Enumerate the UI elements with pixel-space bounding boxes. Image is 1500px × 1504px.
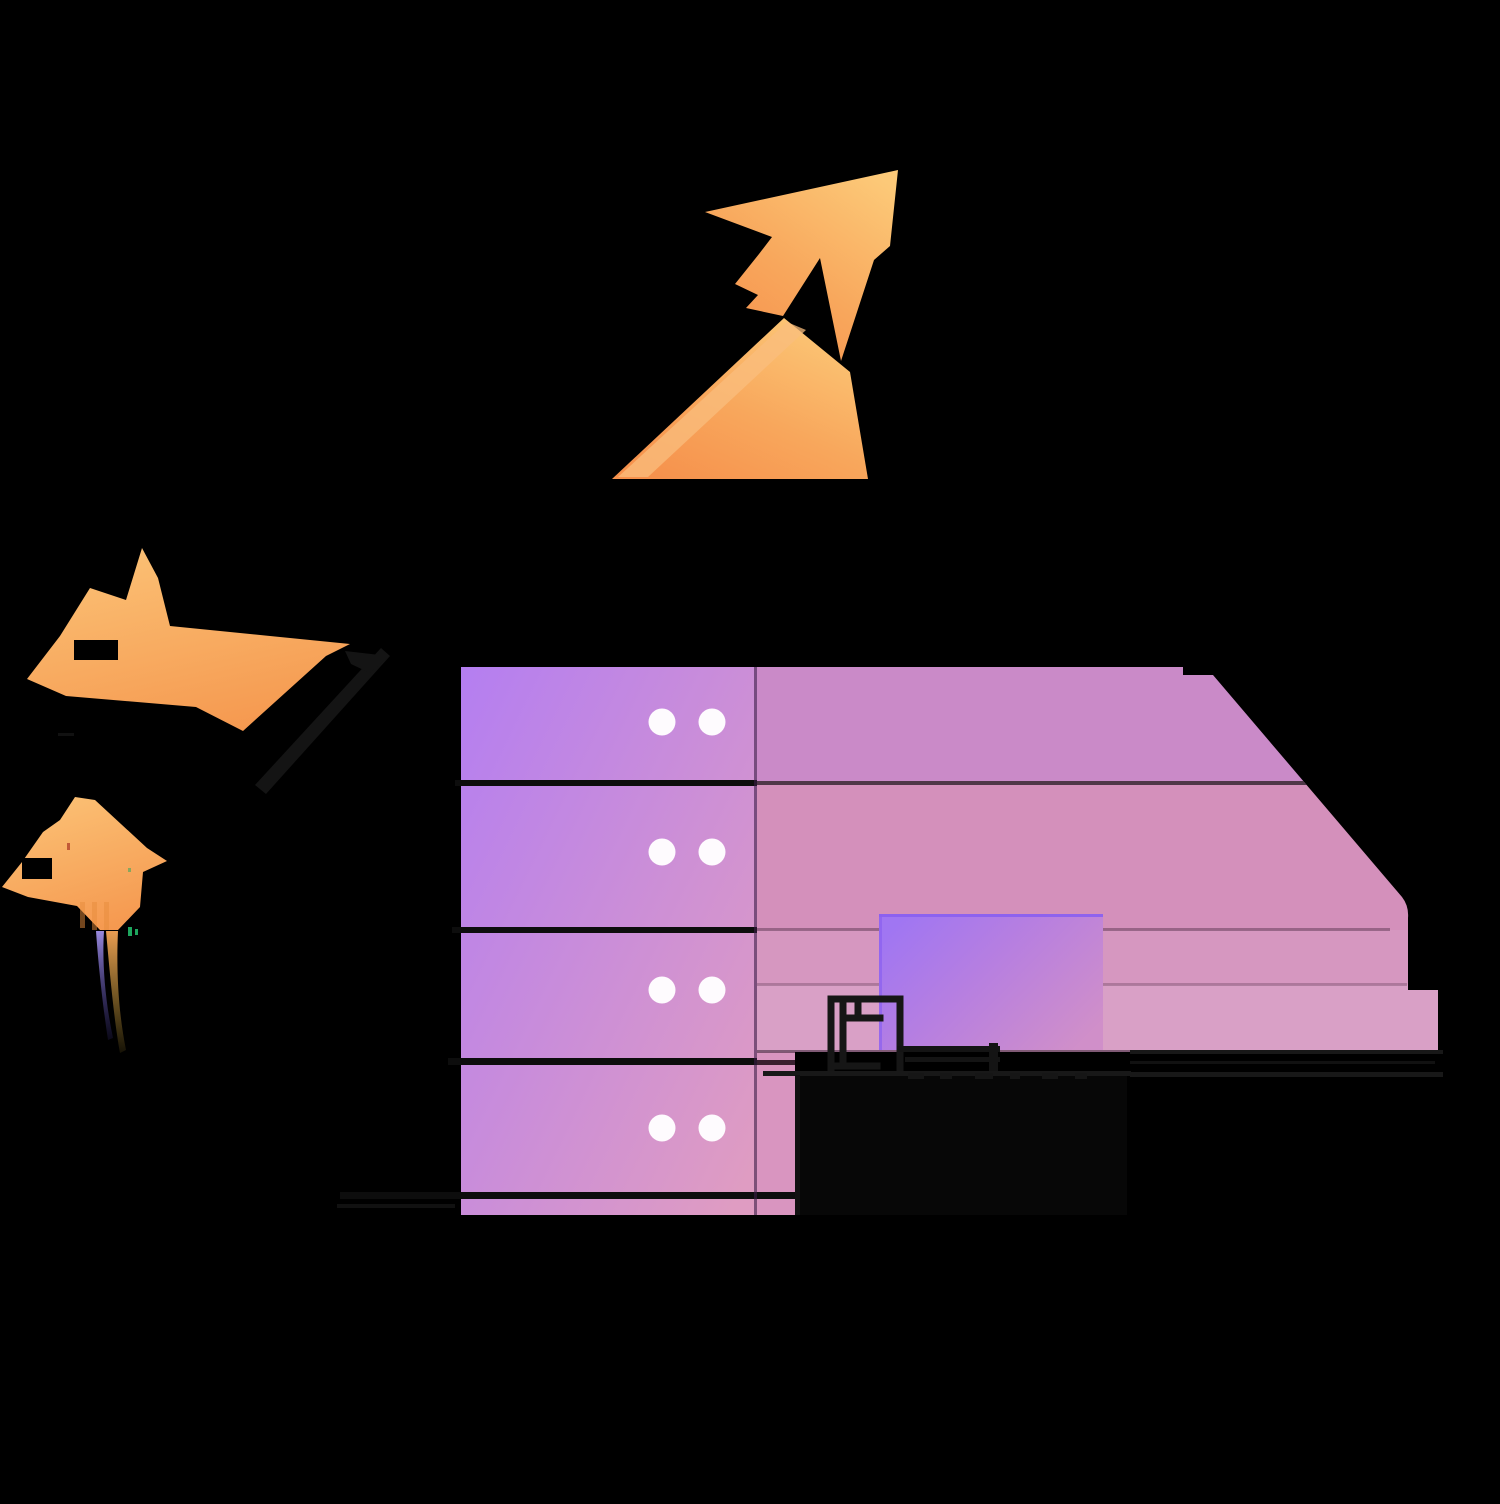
sparkle-fringe — [104, 902, 109, 930]
server-side-band — [757, 783, 1438, 930]
sketch-tick — [940, 1073, 952, 1079]
floor-sketch-line — [1130, 1072, 1443, 1077]
sparkle-fringe — [92, 902, 97, 930]
sketch-tick — [1075, 1073, 1087, 1079]
green-dot-mark — [128, 868, 131, 872]
sparkle-small-body — [2, 797, 167, 930]
sparkle-small-notch — [22, 858, 52, 879]
sparkle-large-body — [27, 548, 350, 731]
sparkle-small-icon — [2, 797, 167, 1053]
pencil-stroke-main — [255, 648, 390, 794]
sparkle-trail-purple — [96, 931, 113, 1040]
server-unit-divider — [448, 1058, 757, 1065]
server-led-dots — [648, 708, 726, 1142]
accent-box-left-edge — [879, 914, 882, 1050]
sketch-tick — [908, 1073, 924, 1079]
server-led-dot — [648, 838, 676, 866]
server-led-dot — [648, 976, 676, 1004]
sparkle-large-icon — [27, 548, 350, 736]
server-edge-split-line — [754, 667, 757, 1215]
growth-arrow-icon — [612, 170, 898, 479]
green-dash-mark — [128, 927, 132, 936]
sparkle-fringe — [80, 902, 85, 928]
server-side-divider-stub — [757, 1060, 795, 1065]
server-bottom-line — [340, 1192, 800, 1199]
sketch-tick — [1042, 1073, 1058, 1079]
sketch-railing-post — [989, 1043, 998, 1078]
green-dash-mark — [135, 929, 138, 935]
server-side-bottom-edge — [757, 1050, 1438, 1053]
accent-box-top-edge — [879, 914, 1103, 917]
server-led-dot — [698, 1114, 726, 1142]
server-led-dot — [648, 1114, 676, 1142]
server-led-dot — [698, 708, 726, 736]
server-bottom-line-echo — [337, 1204, 455, 1208]
server-led-dot — [698, 838, 726, 866]
pencil-stroke — [255, 648, 390, 794]
accent-box-face — [879, 914, 1103, 1050]
sketch-base-left-edge — [795, 1075, 800, 1215]
sparkle-trail-gold — [106, 931, 126, 1053]
sketch-scene — [763, 995, 1443, 1215]
server-led-dot — [648, 708, 676, 736]
server-unit-divider — [452, 927, 757, 933]
server-side-divider — [757, 781, 1335, 785]
sparkle-large-notch — [74, 640, 118, 660]
floor-sketch-line — [1130, 1061, 1435, 1064]
accent-box — [879, 914, 1103, 1050]
server-unit-divider — [455, 780, 757, 786]
sketch-tick — [1010, 1073, 1020, 1079]
sketch-railing-bar — [905, 1057, 1000, 1062]
sketch-railing-bar — [897, 1046, 1000, 1052]
red-speck-mark — [67, 843, 70, 850]
sketch-base-block — [795, 1075, 1127, 1215]
arrow-highlight-stripe — [618, 322, 806, 477]
floor-sketch-line — [1130, 1050, 1443, 1054]
sketch-tick — [975, 1073, 993, 1079]
pencil-stroke-head — [345, 651, 389, 673]
sparkle-dash-mark — [58, 733, 74, 736]
arrow-head — [705, 170, 898, 361]
server-led-dot — [698, 976, 726, 1004]
sketch-frame — [827, 995, 904, 1082]
